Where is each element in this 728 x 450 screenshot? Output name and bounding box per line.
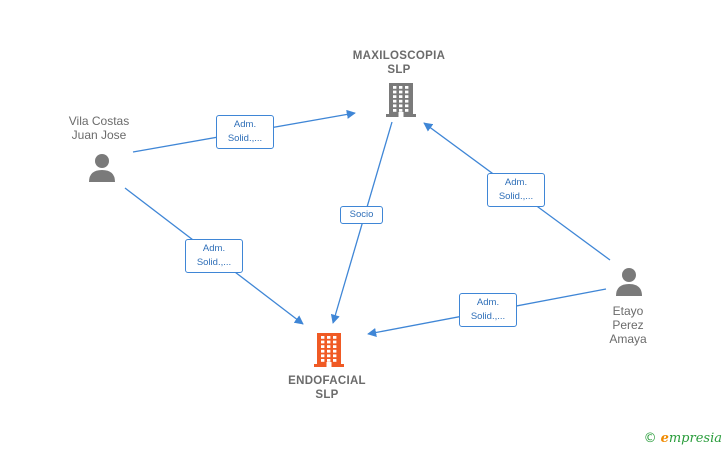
- building-icon-endofacial[interactable]: [314, 333, 344, 367]
- edge-label-etayo-maxiloscopia[interactable]: Adm. Solid.,...: [487, 173, 545, 207]
- person-label-etayo[interactable]: Etayo Perez Amaya: [609, 304, 647, 346]
- person-icon-vila[interactable]: [87, 152, 117, 182]
- brand-logo-e: e: [660, 431, 669, 446]
- brand-logo: ©empresia: [644, 431, 722, 446]
- brand-logo-text: mpresia: [668, 431, 722, 446]
- company-label-endofacial[interactable]: ENDOFACIAL SLP: [288, 375, 366, 401]
- edge-label-vila-maxiloscopia[interactable]: Adm. Solid.,...: [216, 115, 274, 149]
- edge-label-maxiloscopia-endofacial[interactable]: Socio: [340, 206, 383, 224]
- edge-label-vila-endofacial[interactable]: Adm. Solid.,...: [185, 239, 243, 273]
- copyright-symbol: ©: [643, 431, 657, 446]
- person-icon-etayo[interactable]: [614, 266, 644, 296]
- person-label-vila[interactable]: Vila Costas Juan Jose: [68, 114, 130, 142]
- company-label-maxiloscopia[interactable]: MAXILOSCOPIA SLP: [352, 50, 446, 76]
- building-icon-maxiloscopia[interactable]: [386, 83, 416, 117]
- edge-label-etayo-endofacial[interactable]: Adm. Solid.,...: [459, 293, 517, 327]
